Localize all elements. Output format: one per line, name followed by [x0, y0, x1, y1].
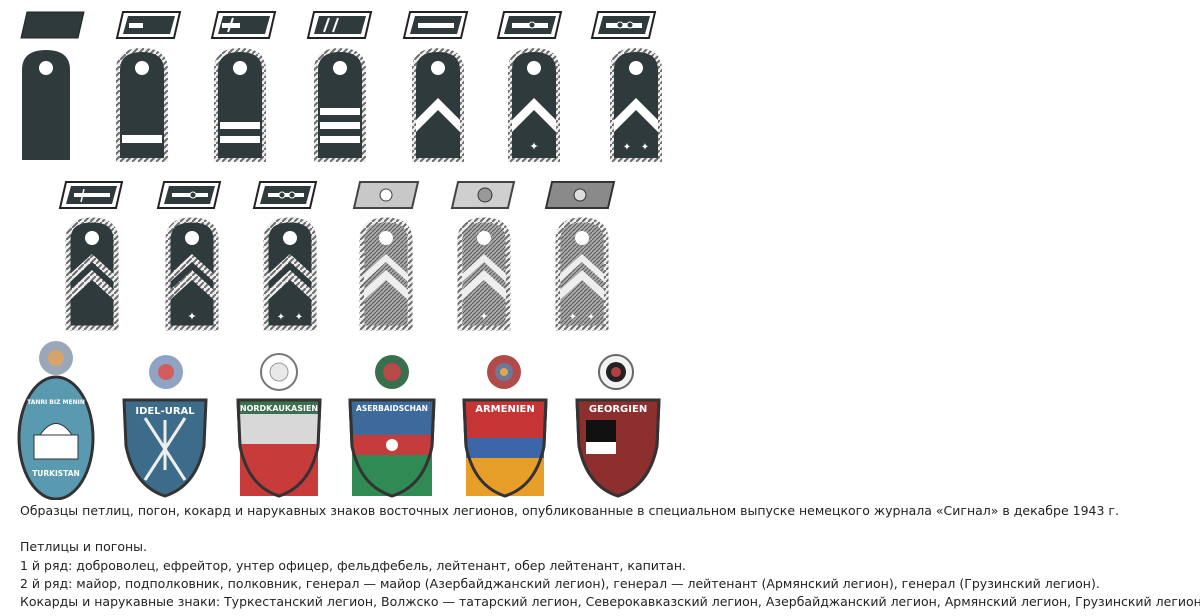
patch-armenien: ARMENIEN	[462, 398, 548, 498]
collar-tab	[252, 181, 318, 209]
patch-aserbaidschan: ASERBAIDSCHAN	[348, 398, 436, 498]
row3-arm-patches: TANRI BIZ MENIN TURKISTAN IDEL-URAL NORD…	[17, 375, 661, 500]
patch-aserbaidschan-label: ASERBAIDSCHAN	[356, 404, 428, 413]
patch-georgien-label: GEORGIEN	[589, 404, 647, 415]
caption-row2: 2 й ряд: майор, подполковник, полковник,…	[20, 576, 1100, 591]
collar-tab	[58, 181, 124, 209]
cockade	[149, 355, 183, 389]
shoulder-board	[359, 217, 413, 331]
collar-tab	[156, 181, 222, 209]
shoulder-board	[116, 47, 168, 162]
shoulder-board: ✦	[508, 47, 560, 162]
collar-tab	[496, 11, 563, 39]
collar-tab	[306, 11, 373, 39]
row3-cockades	[39, 341, 634, 391]
cockade	[375, 355, 409, 389]
cockade	[260, 353, 298, 391]
insignia-plate: ✦ ✦ ✦	[17, 11, 662, 500]
svg-text:✦: ✦	[587, 312, 595, 323]
svg-text:✦: ✦	[295, 312, 303, 323]
svg-text:✦: ✦	[187, 310, 196, 323]
shoulder-board	[214, 47, 266, 162]
collar-tab	[590, 11, 657, 39]
shoulder-board	[65, 217, 119, 331]
patch-nordkaukasien: NORDKAUKASIEN	[236, 398, 322, 498]
patch-idel-ural: IDEL-URAL	[122, 398, 208, 498]
collar-tab	[115, 11, 182, 39]
row2-collar-tabs	[58, 181, 616, 209]
svg-text:✦: ✦	[623, 142, 631, 153]
collar-tab	[450, 181, 516, 209]
collar-tab	[210, 11, 277, 39]
cockade	[598, 354, 634, 390]
patch-turkistan: TANRI BIZ MENIN TURKISTAN	[17, 375, 95, 500]
shoulder-board: ✦ ✦	[610, 47, 662, 162]
caption-row1: 1 й ряд: доброволец, ефрейтор, унтер офи…	[20, 558, 686, 573]
shoulder-board	[22, 50, 70, 160]
svg-text:✦: ✦	[479, 310, 488, 323]
row1-shoulder-boards: ✦ ✦ ✦	[22, 47, 662, 162]
patch-idel-ural-label: IDEL-URAL	[135, 406, 195, 417]
shoulder-board	[412, 47, 464, 162]
patch-armenien-label: ARMENIEN	[475, 404, 535, 415]
shoulder-board: ✦ ✦	[263, 217, 317, 331]
shoulder-board: ✦	[165, 217, 219, 331]
svg-text:✦: ✦	[529, 140, 538, 153]
caption-heading: Петлицы и погоны.	[20, 539, 147, 554]
svg-text:✦: ✦	[277, 312, 285, 323]
svg-text:✦: ✦	[569, 312, 577, 323]
row2-shoulder-boards: ✦ ✦ ✦ ✦ ✦ ✦	[65, 217, 609, 331]
caption-row3: Кокарды и нарукавные знаки: Туркестански…	[20, 594, 1200, 609]
caption-main: Образцы петлиц, погон, кокард и нарукавн…	[20, 503, 1119, 518]
shoulder-board	[314, 47, 366, 162]
patch-nordkaukasien-label: NORDKAUKASIEN	[240, 404, 318, 413]
collar-tab	[402, 11, 469, 39]
cockade	[39, 341, 73, 375]
svg-text:✦: ✦	[641, 142, 649, 153]
collar-tab	[20, 11, 85, 39]
patch-turkistan-motto: TANRI BIZ MENIN	[27, 399, 85, 406]
collar-tab	[352, 181, 420, 209]
shoulder-board: ✦	[457, 217, 511, 331]
collar-tab	[544, 181, 616, 209]
row1-collar-tabs	[20, 11, 657, 39]
patch-georgien: GEORGIEN	[575, 398, 661, 498]
shoulder-board: ✦ ✦	[555, 217, 609, 331]
patch-turkistan-label: TURKISTAN	[32, 469, 80, 478]
cockade	[487, 355, 521, 389]
